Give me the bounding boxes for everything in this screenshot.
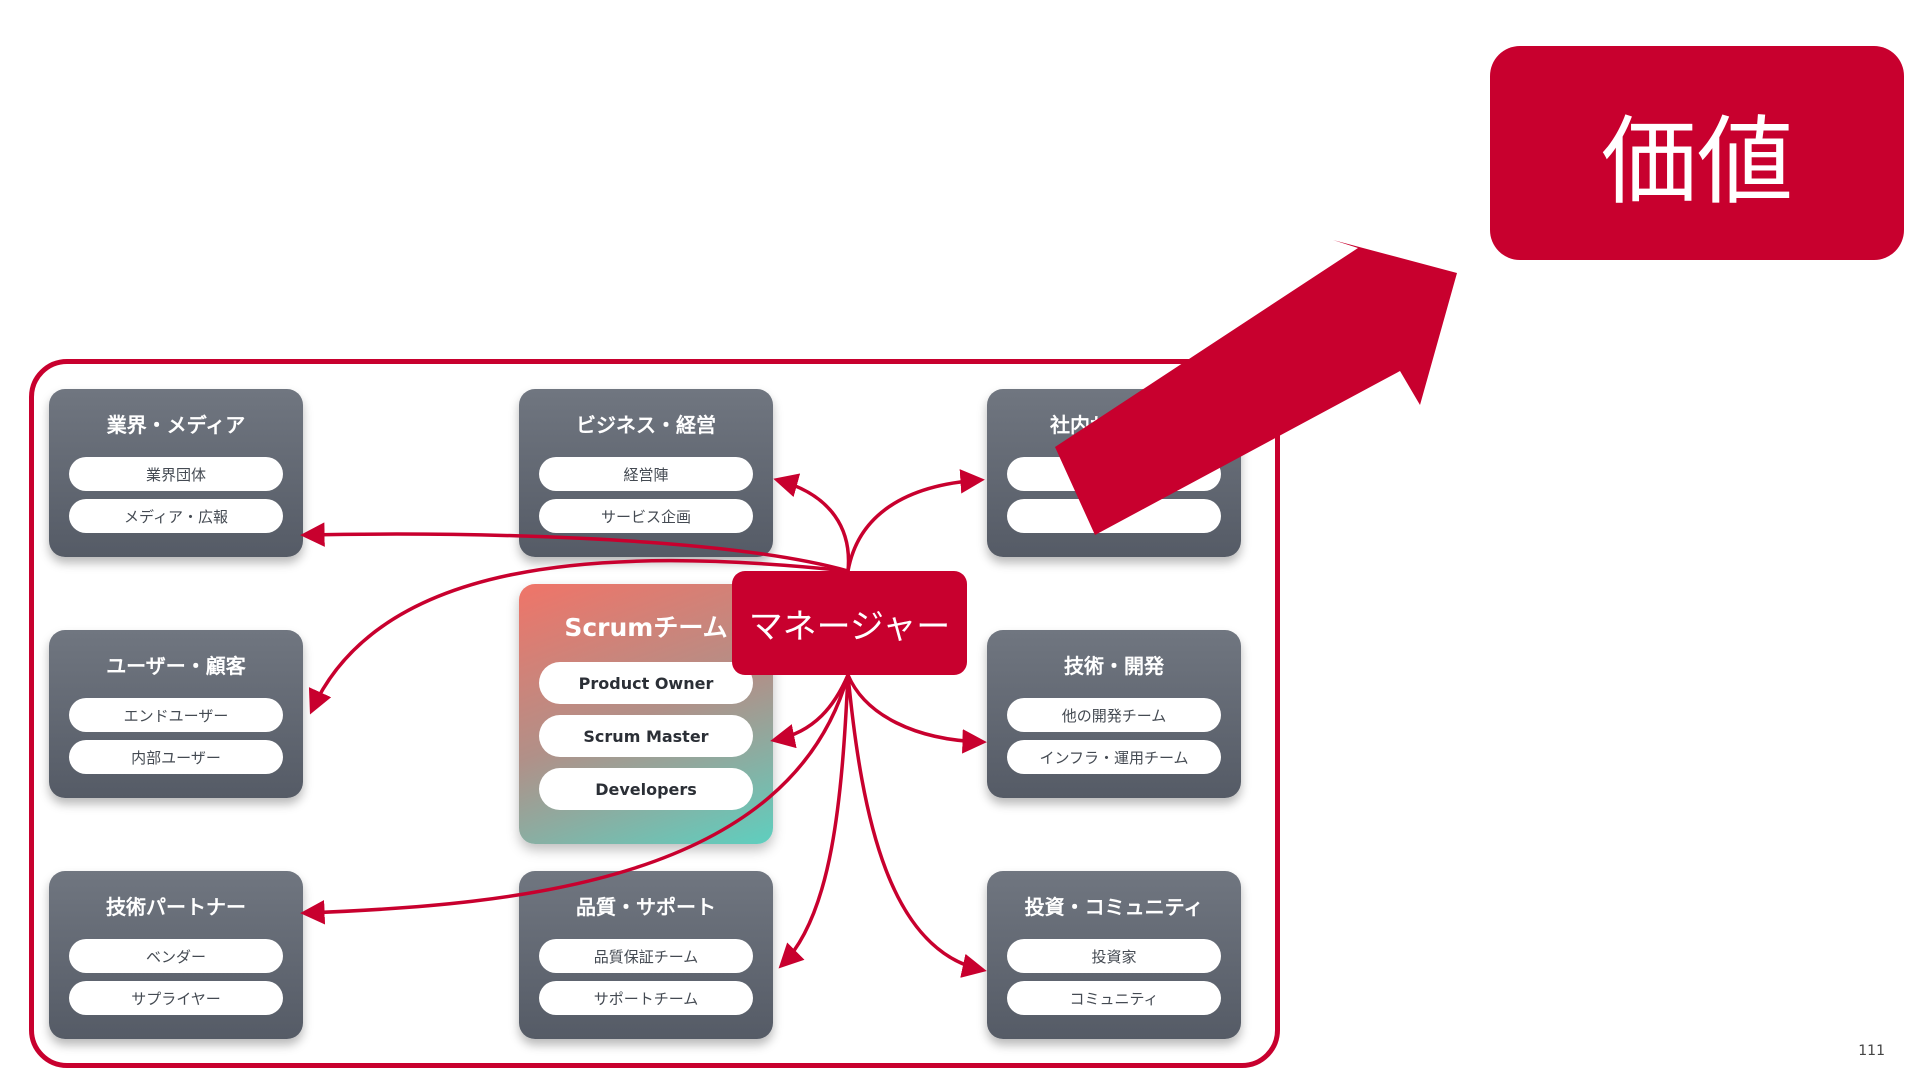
group-item: 経営陣 bbox=[539, 457, 753, 491]
scrum-team-title: Scrumチーム bbox=[564, 613, 728, 642]
group-title: 業界・メディア bbox=[106, 413, 246, 437]
group-item: 業界団体 bbox=[69, 457, 283, 491]
group-business-management: ビジネス・経営 経営陣 サービス企画 bbox=[519, 389, 773, 557]
stakeholder-frame bbox=[29, 359, 1280, 1068]
arrow-to-tech-development bbox=[846, 674, 987, 754]
group-item: サプライヤー bbox=[69, 981, 283, 1015]
group-quality-support: 品質・サポート 品質保証チーム サポートチーム bbox=[519, 871, 773, 1039]
group-tech-partners: 技術パートナー ベンダー サプライヤー bbox=[49, 871, 303, 1039]
group-title: ビジネス・経営 bbox=[576, 413, 716, 437]
group-item: ベンダー bbox=[69, 939, 283, 973]
arrow-to-users bbox=[308, 558, 849, 715]
group-title: 技術パートナー bbox=[106, 895, 246, 919]
group-item: エンドユーザー bbox=[69, 698, 283, 732]
group-item: サービス企画 bbox=[539, 499, 753, 533]
group-tech-development: 技術・開発 他の開発チーム インフラ・運用チーム bbox=[987, 630, 1241, 798]
group-industry-media: 業界・メディア 業界団体 メディア・広報 bbox=[49, 389, 303, 557]
role-scrum-master: Scrum Master bbox=[539, 715, 753, 757]
role-developers: Developers bbox=[539, 768, 753, 810]
group-title: 品質・サポート bbox=[576, 895, 716, 919]
value-box: 価値 bbox=[1490, 46, 1904, 260]
group-item: 品質保証チーム bbox=[539, 939, 753, 973]
group-item: メディア・広報 bbox=[69, 499, 283, 533]
page-number: 111 bbox=[1858, 1043, 1885, 1059]
group-item: コミュニティ bbox=[1007, 981, 1221, 1015]
arrow-to-internal bbox=[846, 469, 985, 572]
group-item: インフラ・運用チーム bbox=[1007, 740, 1221, 774]
arrow-to-tech-partners bbox=[300, 674, 850, 925]
arrow-to-industry-media bbox=[300, 522, 849, 573]
group-title: ユーザー・顧客 bbox=[106, 654, 246, 678]
group-item: 他の開発チーム bbox=[1007, 698, 1221, 732]
group-item: 内部ユーザー bbox=[69, 740, 283, 774]
group-users-customers: ユーザー・顧客 エンドユーザー 内部ユーザー bbox=[49, 630, 303, 798]
arrow-to-quality-support bbox=[778, 674, 850, 969]
arrow-to-business bbox=[773, 473, 851, 572]
manager-box: マネージャー bbox=[732, 571, 967, 675]
group-title: 投資・コミュニティ bbox=[1024, 895, 1204, 919]
group-item: 投資家 bbox=[1007, 939, 1221, 973]
group-investment-community: 投資・コミュニティ 投資家 コミュニティ bbox=[987, 871, 1241, 1039]
group-item: サポートチーム bbox=[539, 981, 753, 1015]
scrum-team-box: Scrumチーム Product Owner Scrum Master Deve… bbox=[519, 584, 773, 844]
group-title: 技術・開発 bbox=[1064, 654, 1164, 678]
arrow-to-investment bbox=[846, 674, 987, 978]
role-product-owner: Product Owner bbox=[539, 662, 753, 704]
